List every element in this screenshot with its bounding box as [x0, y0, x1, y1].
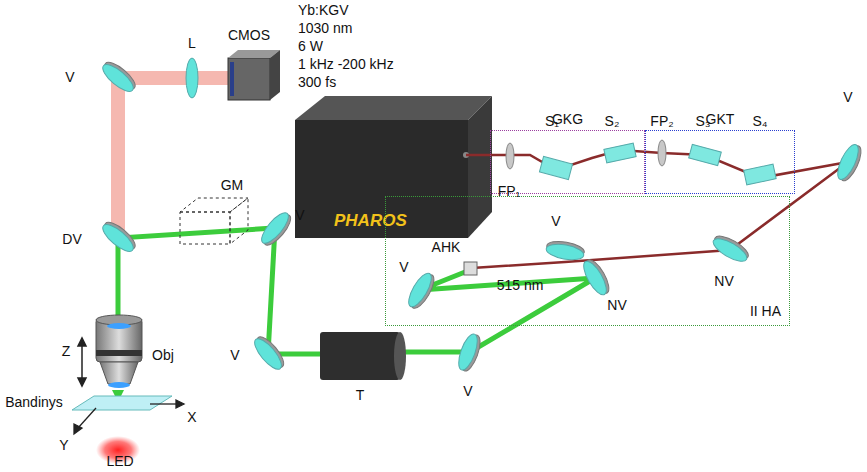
polarizer-label: FP₂ — [650, 114, 673, 129]
brand-label: PHAROS — [334, 212, 407, 231]
crystal-label: S₁ — [545, 114, 559, 129]
polarizer — [506, 140, 666, 169]
laser-spec: 1 kHz -200 kHz — [298, 57, 394, 72]
laser-spec: 1030 nm — [298, 21, 352, 36]
crystal-label: S₄ — [752, 114, 767, 129]
scanner-label: GM — [221, 178, 244, 193]
mirror-label: V — [65, 70, 74, 85]
mirror-label: V — [230, 348, 239, 363]
lens-label: L — [188, 36, 196, 51]
second-harmonic-beam — [112, 228, 595, 402]
mirror-label: DV — [62, 232, 81, 247]
laser-spec: Yb:KGV — [298, 3, 349, 18]
mirror — [99, 58, 865, 373]
crystal-label: AHK — [432, 240, 461, 255]
xy-axes — [74, 400, 184, 434]
mirror-label: V — [463, 384, 472, 399]
source-label: LED — [106, 454, 133, 469]
laser-housing — [295, 96, 492, 238]
axis-label: Y — [59, 438, 68, 453]
crystal-label: S₂ — [605, 114, 620, 129]
telescope — [320, 332, 406, 380]
mirror-label: V — [551, 214, 560, 229]
laser-spec: 300 fs — [298, 75, 336, 90]
telescope-label: T — [356, 388, 365, 403]
objective — [96, 315, 142, 388]
shg-crystal — [464, 262, 477, 275]
wavelength-label: 515 nm — [497, 278, 544, 293]
group-region: GKT — [645, 130, 795, 194]
axis-label: Z — [62, 344, 71, 359]
group-label: II HA — [750, 304, 781, 319]
laser-box: PHAROS — [330, 208, 450, 234]
mirror-label: V — [295, 208, 304, 223]
axis-label: X — [187, 410, 196, 425]
mirror-label: NV — [607, 298, 626, 313]
lens — [186, 58, 198, 98]
objective-label: Obj — [152, 348, 174, 363]
laser-spec: 6 W — [298, 39, 323, 54]
z-axis-arrow — [78, 338, 86, 386]
polarizer-label: FP₁ — [498, 184, 521, 199]
fundamental-beam — [466, 150, 848, 268]
group-region: II HA — [385, 196, 790, 326]
camera — [228, 50, 280, 100]
galvo-scanner — [180, 198, 248, 244]
mirror-label: NV — [714, 274, 733, 289]
sample-slide — [72, 396, 172, 410]
camera-label: CMOS — [228, 28, 270, 43]
imaging-beam — [118, 78, 230, 238]
sample-label: Bandinys — [5, 395, 63, 410]
crystal-label: S₃ — [695, 114, 710, 129]
mirror-label: V — [843, 90, 852, 105]
mirror-label: V — [399, 260, 408, 275]
